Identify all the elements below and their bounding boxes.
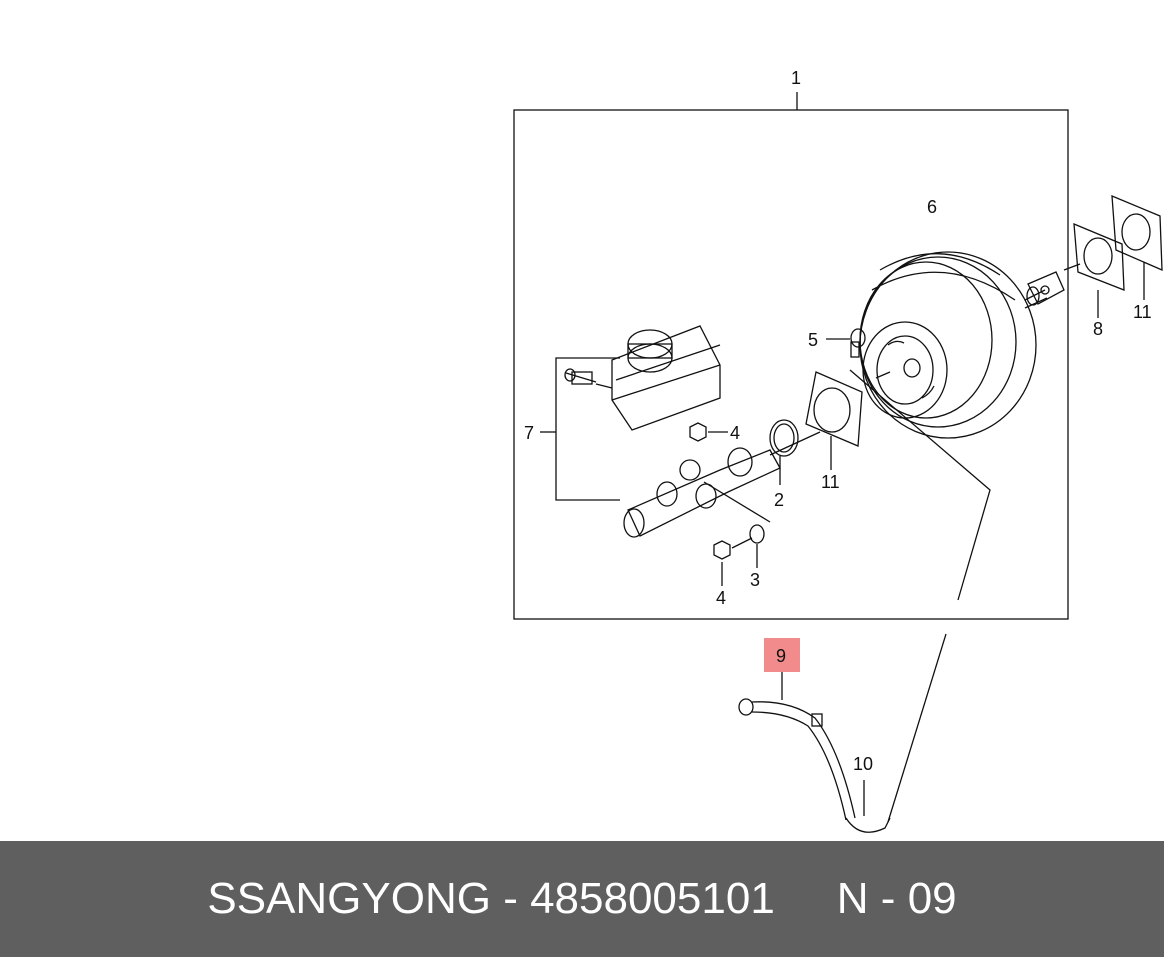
check-valve: [826, 328, 866, 358]
highlight-box: [764, 638, 800, 672]
callout-1: 1: [791, 68, 801, 88]
callout-4-lower: 4: [716, 588, 726, 608]
part-number: 4858005101: [530, 874, 775, 923]
callout-8: 8: [1093, 319, 1103, 339]
footer-banner: SSANGYONG - 4858005101 N - 09: [0, 841, 1164, 957]
callout-6: 6: [927, 197, 937, 217]
callout-3: 3: [750, 570, 760, 590]
ref-prefix: N: [836, 874, 869, 923]
brake-booster: [859, 251, 1065, 439]
callout-11-front: 11: [821, 472, 840, 492]
assembly-frame: [513, 109, 1069, 620]
rear-gasket: [1111, 194, 1163, 300]
callout-2: 2: [774, 490, 784, 510]
brand-name: SSANGYONG: [207, 874, 491, 923]
title-separator: -: [490, 874, 531, 923]
nut-upper: [689, 422, 728, 442]
vacuum-hose: [738, 369, 991, 833]
nut-lower: [713, 537, 753, 586]
master-cylinder: [623, 431, 821, 538]
spacer-plate: [1063, 222, 1125, 318]
washer: [749, 524, 765, 568]
callout-11-rear: 11: [1133, 302, 1152, 322]
ref-number: 09: [907, 874, 957, 923]
seal-ring: [769, 419, 799, 485]
callout-9: 9: [776, 646, 786, 666]
parts-diagram: 1 6 5 7 4 2 11 3 4 8 11 9 10: [513, 68, 1163, 833]
callout-10: 10: [853, 754, 873, 774]
callout-5: 5: [808, 330, 818, 350]
ref-separator: -: [868, 874, 908, 923]
callout-4-upper: 4: [730, 423, 740, 443]
fluid-reservoir: [564, 325, 721, 431]
front-gasket: [805, 371, 863, 470]
callout-7: 7: [524, 423, 534, 443]
